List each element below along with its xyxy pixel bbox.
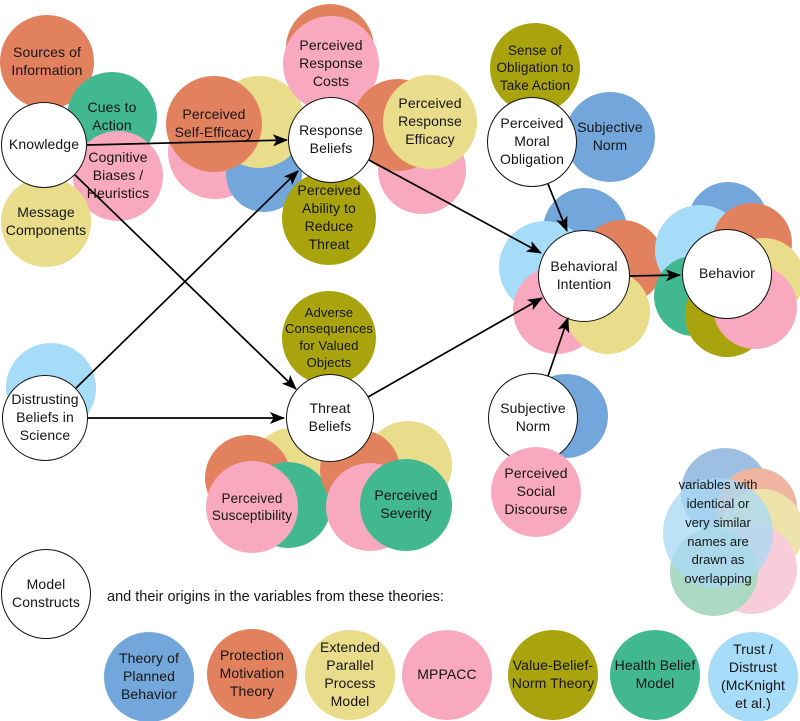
construct-distrusting-beliefs-in-science: Distrusting Beliefs in Science (2, 375, 88, 461)
construct-behavior: Behavior (682, 229, 772, 319)
construct-distrusting-beliefs-in-science-label: Distrusting Beliefs in Science (11, 391, 79, 443)
var-perceived-ability-to-reduce-threat: Perceived Ability to Reduce Threat (282, 171, 376, 265)
var-perceived-response-efficacy-label: Perceived Response Efficacy (398, 95, 462, 147)
legend-mppacc: MPPACC (402, 630, 492, 720)
var-cognitive-biases-heuristics-label: Cognitive Biases / Heuristics (86, 149, 150, 201)
var-sources-of-information-label: Sources of Information (11, 44, 83, 78)
construct-response-beliefs-label: Response Beliefs (299, 122, 363, 156)
var-sense-of-obligation-label: Sense of Obligation to Take Action (496, 43, 574, 93)
construct-perceived-moral-obligation-label: Perceived Moral Obligation (499, 115, 565, 167)
var-message-components-label: Message Components (5, 204, 87, 238)
construct-behavioral-intention: Behavioral Intention (538, 230, 630, 322)
construct-threat-beliefs-label: Threat Beliefs (308, 400, 352, 434)
var-message-components: Message Components (1, 177, 91, 267)
legend-trust-distrust: Trust / Distrust (McKnight et al.) (708, 632, 798, 721)
construct-knowledge: Knowledge (1, 102, 87, 188)
var-cues-to-action-label: Cues to Action (87, 99, 137, 133)
construct-model-constructs: Model Constructs (1, 549, 91, 639)
legend-theory-of-planned-behavior-label: Theory of Planned Behavior (118, 650, 180, 702)
var-sense-of-obligation: Sense of Obligation to Take Action (490, 23, 580, 113)
legend-mppacc-label: MPPACC (417, 666, 477, 683)
legend-trust-distrust-label: Trust / Distrust (McKnight et al.) (721, 641, 785, 711)
construct-model-constructs-label: Model Constructs (12, 576, 80, 610)
var-perceived-ability-to-reduce-threat-label: Perceived Ability to Reduce Threat (297, 182, 361, 252)
var-perceived-response-efficacy: Perceived Response Efficacy (383, 75, 477, 169)
var-perceived-severity-label: Perceived Severity (374, 487, 438, 521)
legend-health-belief-model-label: Health Belief Model (614, 657, 696, 691)
overlap-note: variables with identical or very similar… (678, 477, 758, 587)
var-perceived-social-discourse-label: Perceived Social Discourse (504, 465, 568, 517)
var-perceived-self-efficacy-label: Perceived Self-Efficacy (174, 106, 254, 140)
legend-theory-of-planned-behavior: Theory of Planned Behavior (104, 632, 194, 721)
legend-caption: and their origins in the variables from … (107, 589, 444, 605)
var-adverse-consequences: Adverse Consequences for Valued Objects (282, 291, 376, 385)
legend-value-belief-norm-theory: Value-Belief- Norm Theory (508, 630, 598, 720)
construct-perceived-moral-obligation: Perceived Moral Obligation (487, 97, 577, 187)
var-perceived-response-costs: Perceived Response Costs (283, 16, 379, 112)
var-perceived-severity: Perceived Severity (360, 459, 452, 551)
construct-knowledge-label: Knowledge (8, 136, 80, 153)
legend-health-belief-model: Health Belief Model (610, 630, 700, 720)
construct-behavioral-intention-label: Behavioral Intention (550, 258, 618, 292)
legend-extended-parallel-process-model: Extended Parallel Process Model (305, 630, 395, 720)
var-perceived-susceptibility-label: Perceived Susceptibility (211, 490, 293, 523)
var-perceived-self-efficacy: Perceived Self-Efficacy (166, 76, 262, 172)
construct-subjective-norm-label: Subjective Norm (500, 400, 566, 434)
var-perceived-susceptibility: Perceived Susceptibility (206, 461, 298, 553)
var-sources-of-information: Sources of Information (0, 15, 94, 109)
construct-behavior-label: Behavior (698, 265, 756, 282)
construct-threat-beliefs: Threat Beliefs (286, 374, 374, 462)
var-subjective-norm-top-label: Subjective Norm (577, 119, 643, 153)
var-perceived-response-costs-label: Perceived Response Costs (299, 37, 363, 89)
note-lightblue-overlay (663, 478, 773, 588)
construct-response-beliefs: Response Beliefs (288, 97, 374, 183)
var-subjective-norm-top: Subjective Norm (565, 92, 655, 182)
var-perceived-social-discourse: Perceived Social Discourse (491, 447, 581, 537)
legend-protection-motivation-theory-label: Protection Motivation Theory (219, 647, 285, 699)
legend-protection-motivation-theory: Protection Motivation Theory (207, 629, 297, 719)
legend-extended-parallel-process-model-label: Extended Parallel Process Model (320, 639, 380, 709)
var-adverse-consequences-label: Adverse Consequences for Valued Objects (285, 304, 373, 370)
legend-value-belief-norm-theory-label: Value-Belief- Norm Theory (511, 657, 595, 691)
